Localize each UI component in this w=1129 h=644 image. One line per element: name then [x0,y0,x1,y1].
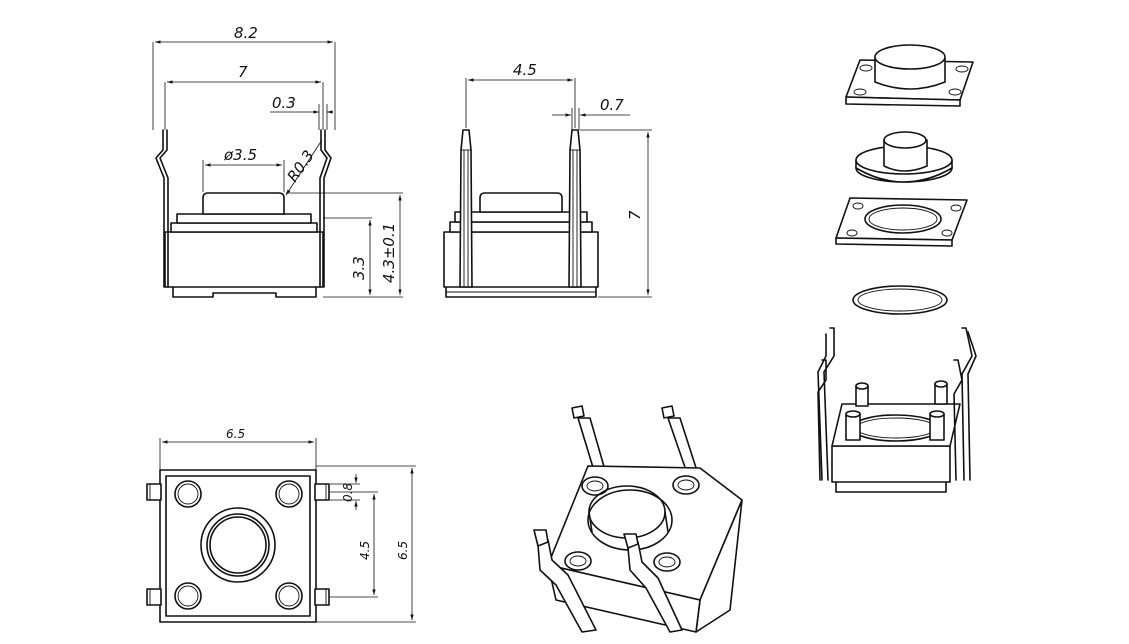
side-view: 4.5 0.7 7 [443,61,652,298]
dim-body-height: 3.3 [350,256,368,280]
dim-top-pin-pitch: 4.5 [358,541,372,560]
dim-top-height: 6.5 [396,541,410,560]
top-view: 6.5 0.8 4.5 6.5 [146,427,416,623]
isometric-view [533,405,743,633]
front-view: 8.2 7 0.3 ø3.5 R0.3 3.3 4.3±0.1 [152,24,403,298]
dim-pin-width: 0.7 [600,96,624,114]
dim-button-diameter: ø3.5 [223,146,257,164]
dim-top-pin-width: 0.8 [341,483,355,502]
dim-total-height: 4.3±0.1 [380,223,398,283]
dim-corner-radius: R0.3 [284,147,318,185]
dim-side-height: 7 [626,210,644,220]
exploded-view [817,44,977,493]
dim-pin-thickness: 0.3 [272,94,296,112]
dim-top-width: 6.5 [226,427,245,441]
dim-width-overall: 8.2 [234,24,258,42]
dim-width-pins: 7 [238,63,248,81]
dim-pin-spacing: 4.5 [513,61,537,79]
